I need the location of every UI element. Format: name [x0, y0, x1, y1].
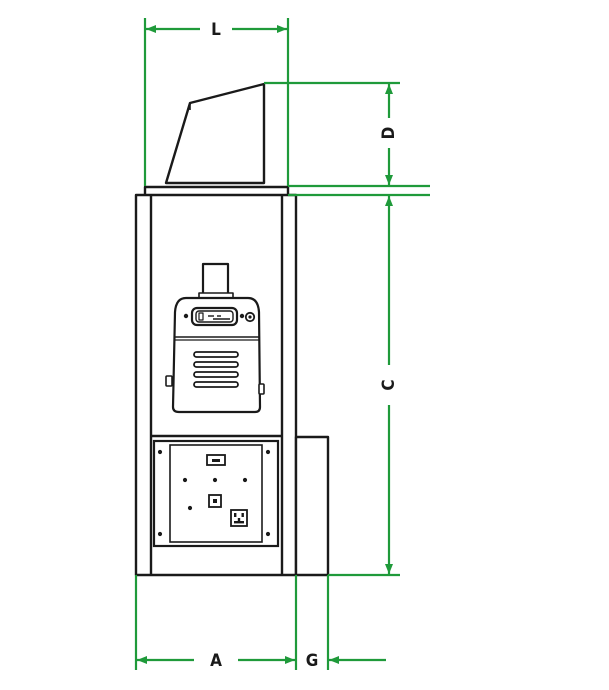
burner-unit [165, 262, 265, 414]
label-A: A [210, 651, 222, 671]
burner-vent-slots [193, 351, 239, 388]
control-panel [152, 439, 280, 548]
dimension-labels: L D C A G [210, 20, 399, 671]
label-G: G [306, 651, 319, 671]
label-D: D [379, 127, 399, 140]
electrical-outlet-icon [230, 509, 248, 527]
burner-flue-stub [201, 262, 230, 298]
flue-hood [164, 82, 266, 185]
dimension-lines [134, 18, 430, 670]
label-C: C [379, 379, 399, 390]
side-box [294, 435, 330, 577]
switch-icon [208, 494, 222, 508]
label-L: L [211, 20, 221, 40]
panel-screws [157, 449, 271, 537]
